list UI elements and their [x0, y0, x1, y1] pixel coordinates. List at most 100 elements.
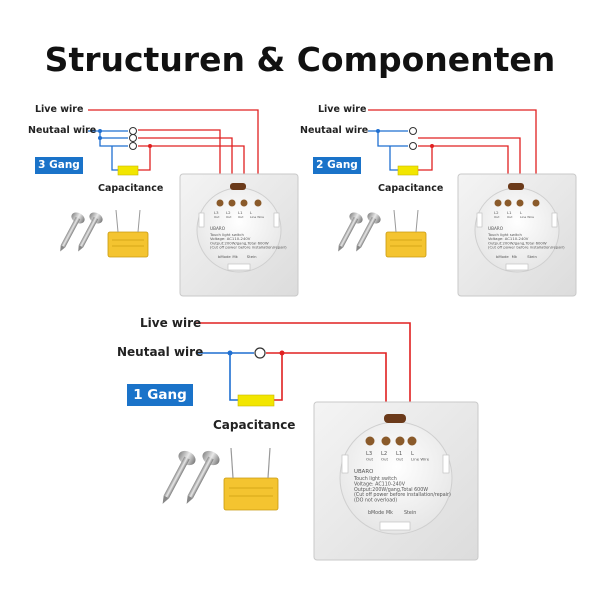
terminal-sub-label: Out	[381, 456, 389, 461]
bottom-label: Mk	[232, 254, 238, 259]
live-wire-lines	[196, 322, 411, 432]
junction-dots	[376, 129, 434, 148]
live-wire-label: Live wire	[35, 104, 84, 115]
bottom-label: Stein	[247, 254, 257, 259]
capacitance-label: Capacitance	[213, 418, 296, 432]
bottom-label: Mk	[512, 254, 518, 259]
svg-text:UBARO: UBARO	[488, 226, 504, 231]
screws-image	[162, 450, 220, 504]
bottom-label: bMode	[496, 254, 509, 259]
terminal-sub-label: Out	[396, 456, 404, 461]
capacitor-component	[385, 209, 427, 258]
neutral-wire-label: Neutaal wire	[117, 345, 204, 359]
terminal-label: L	[520, 210, 523, 215]
terminal-label: L3	[214, 210, 219, 215]
spec-line: Voltage: AC110-240V	[354, 481, 406, 487]
gang-badge: 2 Gang	[313, 157, 361, 174]
terminal-sub-label: Out	[214, 215, 220, 219]
capacitor-component	[223, 447, 279, 511]
terminal-label: L1	[396, 451, 402, 457]
screws-image	[338, 212, 381, 252]
bulb-icons	[409, 127, 417, 150]
terminal-label: L2	[494, 210, 499, 215]
neutral-wire-label: Neutaal wire	[28, 125, 97, 136]
capacitance-block	[117, 165, 139, 176]
terminal-sub-label: Out	[238, 215, 244, 219]
neutral-wire-label: Neutaal wire	[300, 125, 369, 136]
svg-text:UBARO: UBARO	[354, 469, 373, 475]
live-wire-label: Live wire	[140, 316, 202, 330]
terminal-sub-label: Line Wire	[520, 215, 534, 219]
bottom-label: Mk	[386, 510, 393, 516]
terminal-label: L2	[226, 210, 231, 215]
spec-line: Touch light switch	[353, 476, 397, 482]
spec-line: (Cut off power before installation/repai…	[210, 245, 287, 250]
terminal-screws	[216, 199, 262, 207]
page-title: Structuren & Componenten	[44, 40, 556, 79]
spec-line: (DO not overload)	[354, 498, 397, 504]
capacitance-label: Capacitance	[378, 183, 444, 194]
capacitance-block	[397, 165, 419, 176]
spec-line: (Cut off power before installation/repai…	[488, 245, 565, 250]
terminal-label: L2	[381, 451, 387, 457]
gang-badge: 1 Gang	[127, 384, 193, 406]
panel-clips	[198, 212, 280, 271]
capacitor-component	[107, 209, 149, 258]
neutral-wire-lines	[88, 130, 128, 171]
terminal-label: L3	[366, 451, 372, 457]
bottom-label: Stein	[404, 510, 416, 516]
live-wire-lines	[368, 109, 537, 190]
panel-clips	[341, 454, 450, 531]
screws-image	[60, 212, 103, 252]
terminal-screws	[365, 436, 417, 446]
spec-line: Output:200W/gang,Total 600W	[488, 240, 547, 245]
neutral-wire-lines	[196, 352, 254, 401]
terminal-label: L1	[507, 210, 512, 215]
bottom-label: bMode	[368, 510, 384, 516]
live-wire-lines	[88, 109, 259, 190]
spec-line: (Cut off power before installation/repai…	[354, 492, 451, 498]
terminal-label: L1	[238, 210, 243, 215]
terminal-sub-label: Line Wire	[411, 456, 430, 461]
live-wire-label: Live wire	[318, 104, 367, 115]
capacitance-label: Capacitance	[98, 183, 164, 194]
terminal-label: L	[250, 210, 253, 215]
spec-line: Output:200W/gang,Total 600W	[354, 487, 428, 493]
gang-badge: 3 Gang	[35, 157, 83, 174]
terminal-sub-label: Out	[494, 215, 500, 219]
neutral-wire-lines	[368, 130, 408, 171]
terminal-sub-label: Out	[226, 215, 232, 219]
spec-line: Touch light switch	[487, 232, 522, 237]
spec-line: Voltage: AC110-240V	[210, 236, 251, 241]
spec-line: Voltage: AC110-240V	[488, 236, 529, 241]
panel-clips	[476, 212, 558, 271]
terminal-sub-label: Line Wire	[250, 215, 264, 219]
junction-dots	[98, 129, 152, 148]
bottom-label: Stein	[527, 254, 537, 259]
bottom-label: bMode	[218, 254, 231, 259]
spec-line: Touch light switch	[209, 232, 244, 237]
terminal-sub-label: Out	[507, 215, 513, 219]
bulb-icon	[254, 347, 266, 359]
capacitance-block	[237, 394, 275, 407]
bulb-icons	[129, 127, 137, 150]
terminal-label: L	[411, 451, 414, 457]
